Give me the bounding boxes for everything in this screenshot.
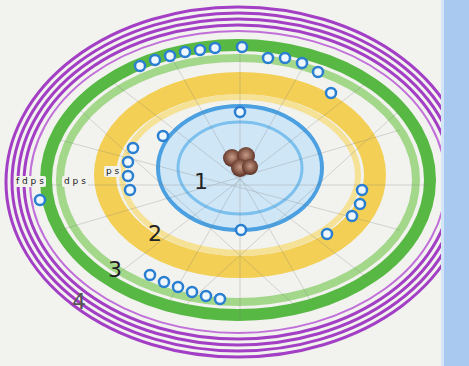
side-panel-edge: [441, 0, 444, 366]
subshell-label: d p s: [62, 176, 88, 187]
shell-number: 3: [106, 258, 124, 282]
green-shell: [46, 45, 430, 315]
shell-number: 2: [146, 222, 164, 246]
side-panel: [441, 0, 469, 366]
subshell-label: p s: [104, 166, 121, 177]
shell-number: 1: [192, 170, 210, 194]
orbit-pattern: [50, 40, 430, 320]
purple-shell: [6, 7, 469, 357]
subshell-label: f d p s: [14, 176, 46, 187]
shell-number: 4: [70, 290, 88, 314]
nucleus: [223, 147, 258, 177]
electrons: [35, 42, 367, 304]
